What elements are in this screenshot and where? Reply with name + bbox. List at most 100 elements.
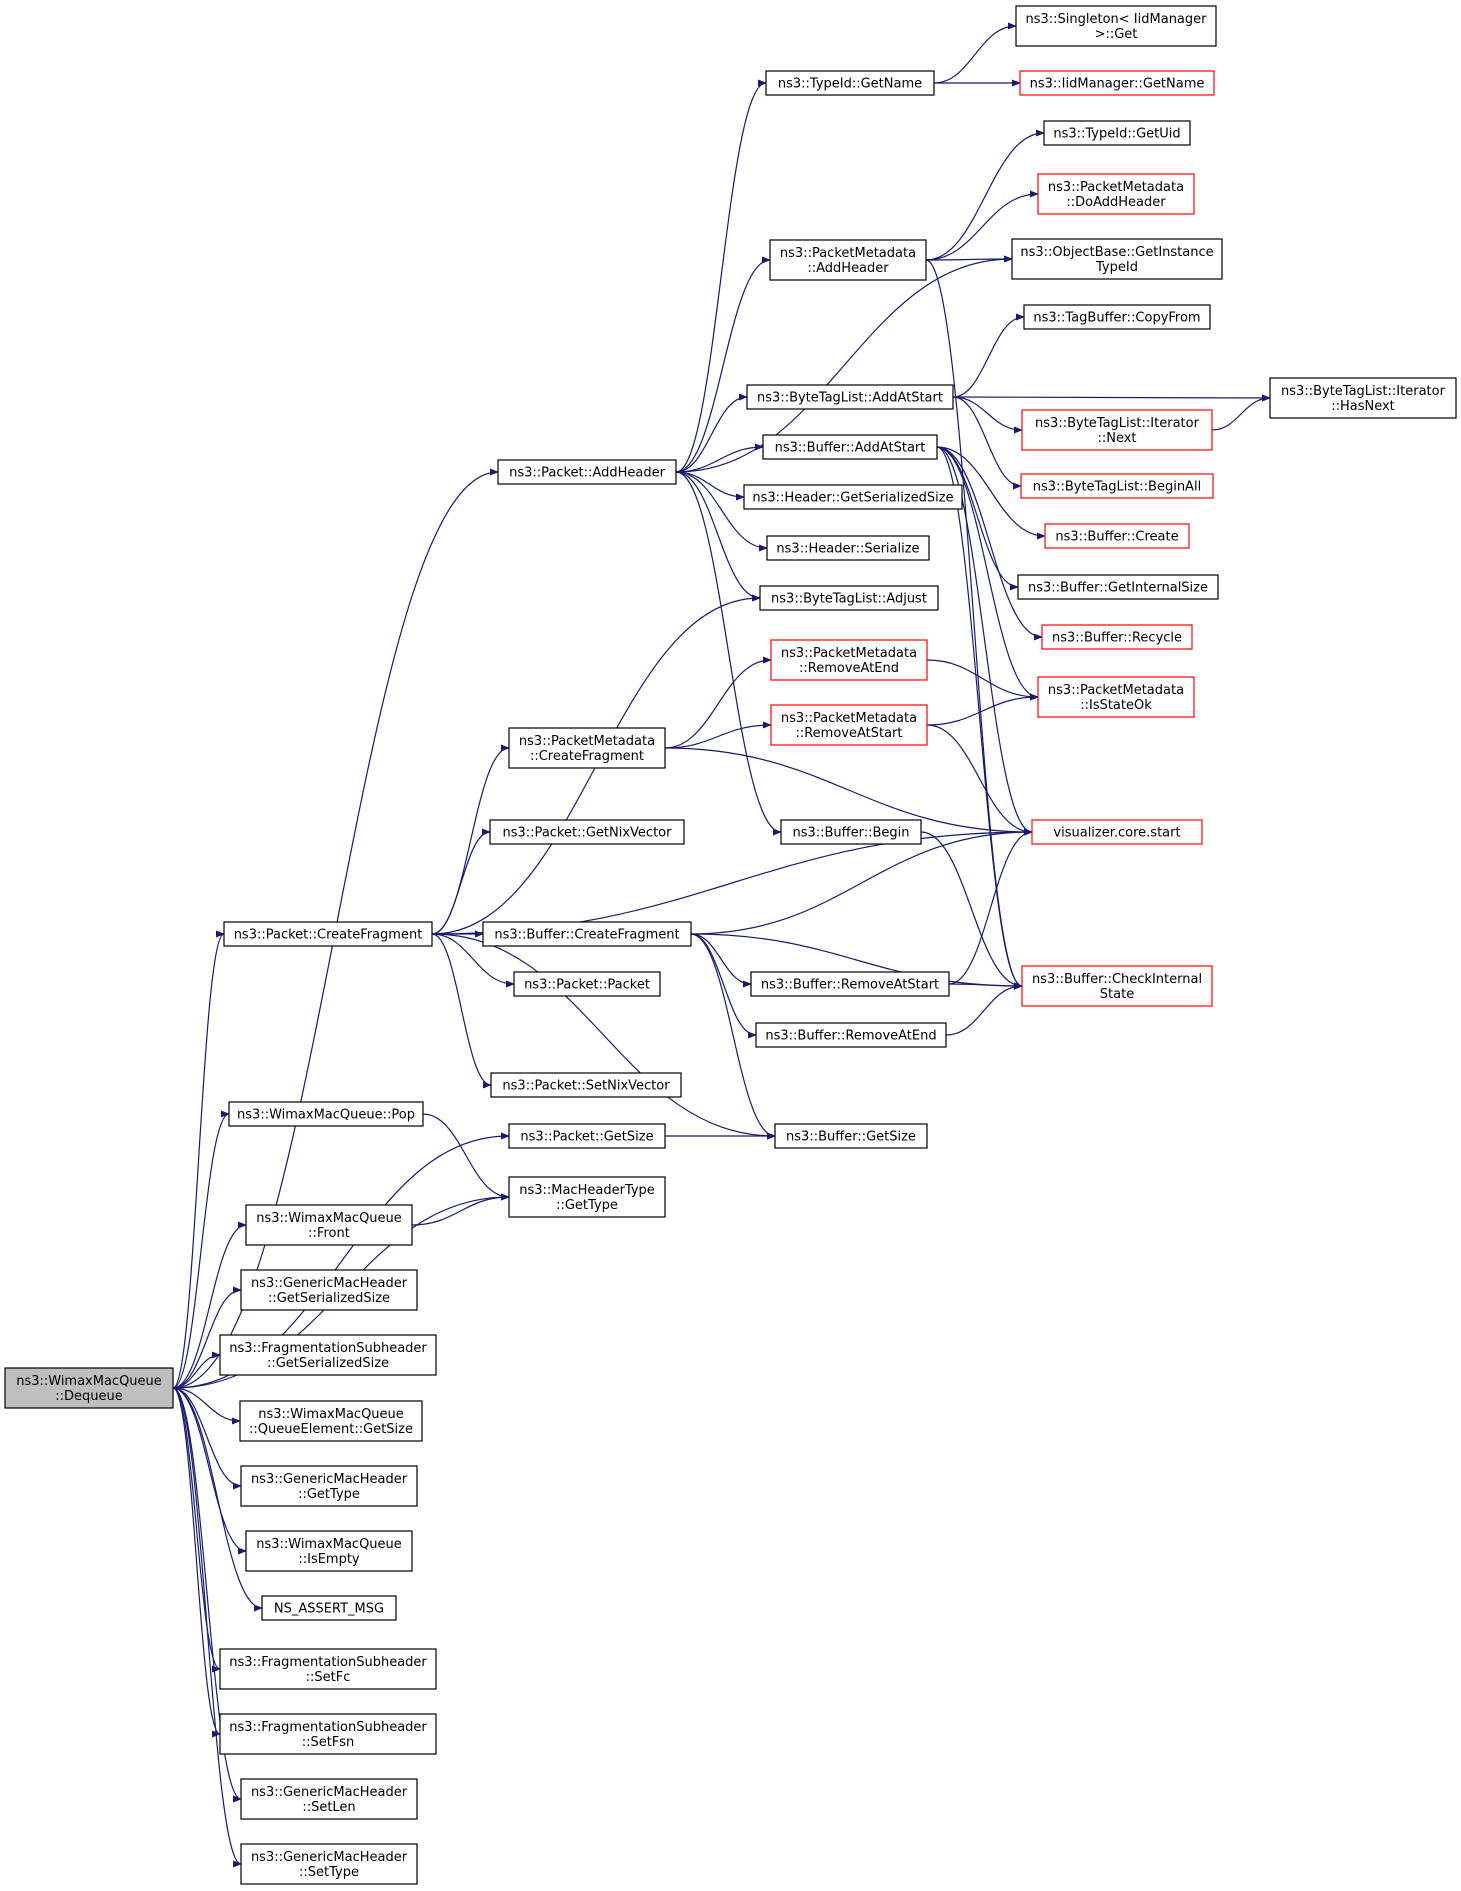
node-hdrSerialize[interactable]: ns3::Header::Serialize [766,535,930,561]
node-createFragment[interactable]: ns3::Packet::CreateFragment [223,921,433,947]
node-box [240,1843,418,1885]
node-label-line: ns3::Singleton< IidManager [1025,12,1207,27]
node-vizStart[interactable]: visualizer.core.start [1031,819,1203,845]
node-bufRemoveAtEnd[interactable]: ns3::Buffer::RemoveAtEnd [755,1022,947,1048]
node-pmCreateFragment[interactable]: ns3::PacketMetadata::CreateFragment [508,727,666,769]
node-box [1044,523,1190,549]
edge-bufAddAtStart-to-pmIsStateOk [936,446,1039,701]
node-pmIsStateOk[interactable]: ns3::PacketMetadata::IsStateOk [1037,676,1195,718]
node-label-line: ::SetFsn [302,1735,355,1750]
node-box [1037,173,1195,215]
node-btlIterHasNext[interactable]: ns3::ByteTagList::Iterator::HasNext [1269,377,1457,419]
node-tagBufferCopyFrom[interactable]: ns3::TagBuffer::CopyFrom [1023,304,1211,330]
edge-bufCreateFragment-to-bufRemoveAtEnd [690,933,757,1039]
node-qeGetSize[interactable]: ns3::WimaxMacQueue::QueueElement::GetSiz… [239,1400,423,1442]
node-gmhGetType[interactable]: ns3::GenericMacHeader::GetType [240,1465,418,1507]
edge-root-to-setFsn [172,1387,221,1738]
node-bufRemoveAtStart[interactable]: ns3::Buffer::RemoveAtStart [750,971,950,997]
node-pmRemoveAtStart[interactable]: ns3::PacketMetadata::RemoveAtStart [770,704,928,746]
node-pmDoAddHeader[interactable]: ns3::PacketMetadata::DoAddHeader [1037,173,1195,215]
node-label-line: ns3::ByteTagList::BeginAll [1033,480,1201,495]
node-box [1015,5,1217,47]
node-label-line: ns3::Buffer::Recycle [1052,631,1182,646]
edge-typeIdGetName-to-singletonGet [933,22,1017,84]
node-box [240,1778,418,1820]
node-box [1021,409,1213,451]
edge-bufAddAtStart-to-bufCheckInternalState [936,446,1023,990]
node-root[interactable]: ns3::WimaxMacQueue::Dequeue [4,1367,174,1409]
node-setFc[interactable]: ns3::FragmentationSubheader::SetFc [219,1648,437,1690]
node-label-line: ::SetType [299,1865,359,1880]
edge-root-to-createFragment [172,930,225,1389]
node-typeIdGetUid[interactable]: ns3::TypeId::GetUid [1043,120,1191,146]
node-label-line: TypeId [1095,260,1138,275]
node-label-line: ns3::Packet::SetNixVector [502,1079,670,1094]
node-fsGSS[interactable]: ns3::FragmentationSubheader::GetSerializ… [219,1334,437,1376]
edge-bufCreateFragment-to-bufRemoveAtStart [690,933,752,988]
node-label-line: ns3::Packet::GetSize [520,1130,653,1145]
node-setNixVector[interactable]: ns3::Packet::SetNixVector [490,1072,682,1098]
edge-addHeader-to-hdrSerialize [675,471,768,552]
node-hdrGSS[interactable]: ns3::Header::GetSerializedSize [743,484,963,510]
node-bufCreateFragment[interactable]: ns3::Buffer::CreateFragment [482,921,692,947]
node-box [240,1465,418,1507]
node-label-line: visualizer.core.start [1053,826,1180,841]
edge-pmRemoveAtStart-to-vizStart [926,724,1033,836]
edge-pmRemoveAtStart-to-pmIsStateOk [926,693,1039,726]
node-btlAdjust[interactable]: ns3::ByteTagList::Adjust [759,585,939,611]
node-setType[interactable]: ns3::GenericMacHeader::SetType [240,1843,418,1885]
edge-pmAddHeader-to-typeIdGetUid [925,129,1045,261]
node-bufGetSize[interactable]: ns3::Buffer::GetSize [774,1123,928,1149]
node-btlIterNext[interactable]: ns3::ByteTagList::Iterator::Next [1021,409,1213,451]
node-getNixVector[interactable]: ns3::Packet::GetNixVector [489,819,685,845]
node-pmAddHeader[interactable]: ns3::PacketMetadata::AddHeader [769,239,927,281]
node-nsAssert[interactable]: NS_ASSERT_MSG [261,1595,397,1621]
node-bufBegin[interactable]: ns3::Buffer::Begin [780,819,922,845]
edge-pmCreateFragment-to-vizStart [664,747,1033,836]
node-pmRemoveAtEnd[interactable]: ns3::PacketMetadata::RemoveAtEnd [770,639,928,681]
node-addHeader[interactable]: ns3::Packet::AddHeader [497,459,677,485]
edge-createFragment-to-getNixVector [431,828,491,935]
node-packetGetSize[interactable]: ns3::Packet::GetSize [508,1123,666,1149]
node-bufAddAtStart[interactable]: ns3::Buffer::AddAtStart [762,434,938,460]
node-box [4,1367,174,1409]
node-singletonGet[interactable]: ns3::Singleton< IidManager>::Get [1015,5,1217,47]
edge-createFragment-to-bufGetSize [431,933,776,1140]
node-box [743,484,963,510]
node-front[interactable]: ns3::WimaxMacQueue::Front [245,1204,413,1246]
node-label-line: NS_ASSERT_MSG [274,1602,384,1617]
node-box [1020,473,1214,499]
node-label-line: ns3::Header::GetSerializedSize [752,491,953,506]
node-btlAddAtStart[interactable]: ns3::ByteTagList::AddAtStart [746,384,954,410]
node-isEmpty[interactable]: ns3::WimaxMacQueue::IsEmpty [245,1530,413,1572]
node-setLen[interactable]: ns3::GenericMacHeader::SetLen [240,1778,418,1820]
node-label-line: ns3::TypeId::GetUid [1053,127,1180,142]
node-label-line: ns3::Packet::Packet [524,978,650,993]
node-label-line: ::IsStateOk [1080,698,1152,713]
node-bufCreate[interactable]: ns3::Buffer::Create [1044,523,1190,549]
node-box [750,971,950,997]
node-packetPacket[interactable]: ns3::Packet::Packet [513,971,661,997]
node-typeIdGetName[interactable]: ns3::TypeId::GetName [765,70,935,96]
node-box [219,1648,437,1690]
node-gmhGSS[interactable]: ns3::GenericMacHeader::GetSerializedSize [240,1269,418,1311]
node-label-line: ns3::WimaxMacQueue [16,1374,162,1389]
node-iidGetName[interactable]: ns3::IidManager::GetName [1019,70,1215,96]
node-setFsn[interactable]: ns3::FragmentationSubheader::SetFsn [219,1713,437,1755]
edge-root-to-fsGSS [172,1351,221,1389]
edge-pmCreateFragment-to-pmRemoveAtStart [664,721,772,749]
edge-bufAddAtStart-to-bufCreate [936,446,1046,540]
node-pop[interactable]: ns3::WimaxMacQueue::Pop [228,1101,424,1127]
node-macHeaderGetType[interactable]: ns3::MacHeaderType::GetType [508,1176,666,1218]
node-btlBeginAll[interactable]: ns3::ByteTagList::BeginAll [1020,473,1214,499]
node-bufGetInternalSize[interactable]: ns3::Buffer::GetInternalSize [1017,574,1219,600]
node-bufRecycle[interactable]: ns3::Buffer::Recycle [1041,624,1193,650]
edge-btlAddAtStart-to-tagBufferCopyFrom [952,313,1025,398]
edge-bufRemoveAtStart-to-bufCheckInternalState [948,982,1023,990]
node-box [1043,120,1191,146]
node-label-line: ns3::IidManager::GetName [1030,77,1205,92]
node-label-line: ns3::Packet::CreateFragment [234,928,423,943]
